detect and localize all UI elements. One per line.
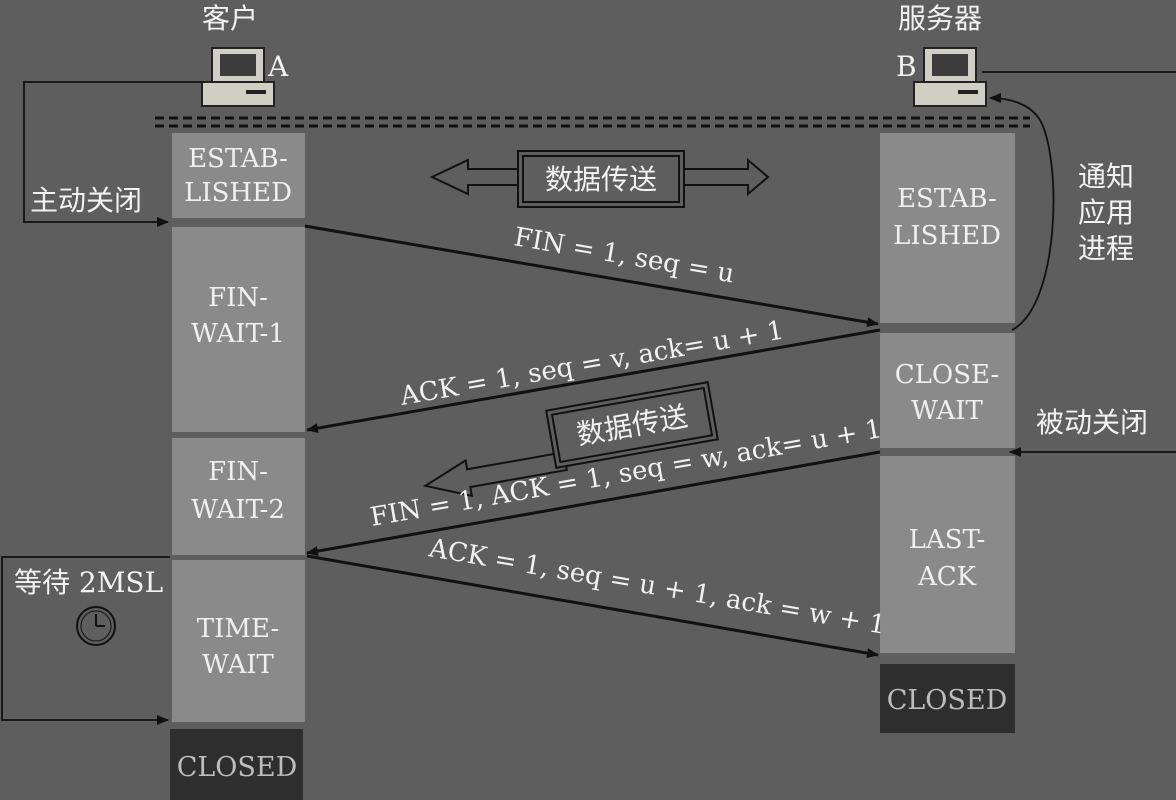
server-computer-icon xyxy=(913,47,987,107)
server-state-column: ESTAB- LISHED CLOSE- WAIT LAST- ACK CLOS… xyxy=(880,133,1015,733)
client-letter: A xyxy=(267,50,289,83)
wait-label: 等待 2MSL xyxy=(14,566,163,599)
server-state-established-line2: LISHED xyxy=(893,221,1001,251)
notify-line-2: 应用 xyxy=(1078,196,1134,229)
server-title: 服务器 xyxy=(898,2,982,35)
data-transfer-top-label: 数据传送 xyxy=(545,163,657,196)
fin-ack-arrow xyxy=(306,450,881,557)
client-state-fin-wait-1-line2: WAIT-1 xyxy=(191,319,285,349)
notify-connector xyxy=(989,93,1055,331)
server-state-close-wait-line1: CLOSE- xyxy=(895,360,1000,390)
server-letter: B xyxy=(896,50,917,83)
server-state-last-ack-line2: ACK xyxy=(917,562,977,592)
data-transfer-top: 数据传送 xyxy=(429,150,770,208)
client-state-time-wait xyxy=(172,560,305,722)
notify-line-1: 通知 xyxy=(1078,160,1134,193)
client-state-time-wait-line1: TIME- xyxy=(197,614,279,644)
server-state-established xyxy=(880,133,1015,323)
server-state-closed xyxy=(880,664,1015,733)
server-state-closed-label: CLOSED xyxy=(887,685,1008,716)
server-state-last-ack-line1: LAST- xyxy=(909,525,986,555)
wait-bracket xyxy=(1,556,170,725)
client-state-established-line2: LISHED xyxy=(184,178,292,208)
client-state-column: ESTAB- LISHED FIN- WAIT-1 FIN- WAIT-2 TI… xyxy=(170,133,305,800)
notify-line-3: 进程 xyxy=(1078,232,1134,265)
server-state-close-wait xyxy=(880,333,1015,448)
client-state-closed-label: CLOSED xyxy=(177,752,298,783)
ack-arrow xyxy=(306,328,881,434)
client-state-fin-wait-2 xyxy=(172,438,305,555)
client-state-established-line1: ESTAB- xyxy=(188,144,288,174)
client-computer-icon xyxy=(201,47,275,107)
active-close-connector xyxy=(23,81,202,227)
client-state-fin-wait-1 xyxy=(172,227,305,432)
client-title: 客户 xyxy=(202,2,258,35)
client-state-closed xyxy=(170,729,303,800)
data-transfer-middle: 数据传送 xyxy=(422,381,719,498)
server-state-last-ack xyxy=(880,456,1015,653)
server-state-close-wait-line2: WAIT xyxy=(911,396,983,426)
server-state-established-line1: ESTAB- xyxy=(897,184,997,214)
fin-arrow xyxy=(304,224,879,328)
clock-icon xyxy=(76,606,116,646)
final-ack-message: ACK = 1, seq = u + 1, ack = w + 1 xyxy=(426,533,888,641)
client-state-fin-wait-1-line1: FIN- xyxy=(208,283,268,313)
ack-message: ACK = 1, seq = v, ack= u + 1 xyxy=(397,315,786,412)
client-state-time-wait-line2: WAIT xyxy=(202,650,274,680)
active-close-label: 主动关闭 xyxy=(30,184,142,217)
client-state-fin-wait-2-line2: WAIT-2 xyxy=(191,495,285,525)
final-ack-arrow xyxy=(306,554,879,659)
client-state-fin-wait-2-line1: FIN- xyxy=(208,457,268,487)
passive-close-label: 被动关闭 xyxy=(1036,406,1148,439)
client-state-established xyxy=(172,133,305,218)
